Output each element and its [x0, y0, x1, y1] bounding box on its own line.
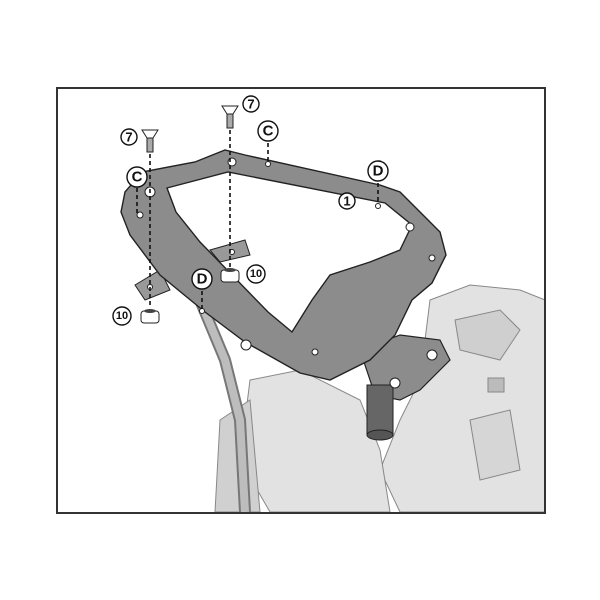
small-bracket: [134, 269, 171, 301]
screw-icon: [221, 105, 239, 129]
callout-10-left: 10: [112, 306, 132, 326]
svg-text:7: 7: [247, 97, 254, 112]
mounting-bracket: [359, 334, 451, 441]
svg-text:D: D: [197, 271, 208, 288]
screw-icon: [141, 129, 159, 153]
svg-text:7: 7: [125, 130, 132, 145]
svg-text:C: C: [263, 123, 274, 140]
callout-d-right: D: [367, 160, 389, 182]
svg-text:10: 10: [116, 310, 128, 322]
svg-text:10: 10: [250, 268, 262, 280]
callout-7-center: 7: [242, 95, 260, 113]
callout-c-left: C: [126, 166, 148, 188]
nut-icon: [220, 268, 240, 283]
svg-text:1: 1: [343, 194, 350, 209]
svg-text:D: D: [373, 163, 384, 180]
callout-7-left: 7: [120, 128, 138, 146]
motorcycle-rear: [214, 284, 544, 512]
nut-icon: [140, 309, 160, 324]
callout-c-top: C: [257, 120, 279, 142]
rack-plate: [120, 149, 447, 381]
callout-plate-1: 1: [338, 192, 356, 210]
callout-d-bottom: D: [191, 268, 213, 290]
callout-10-center: 10: [246, 264, 266, 284]
svg-text:C: C: [132, 169, 143, 186]
